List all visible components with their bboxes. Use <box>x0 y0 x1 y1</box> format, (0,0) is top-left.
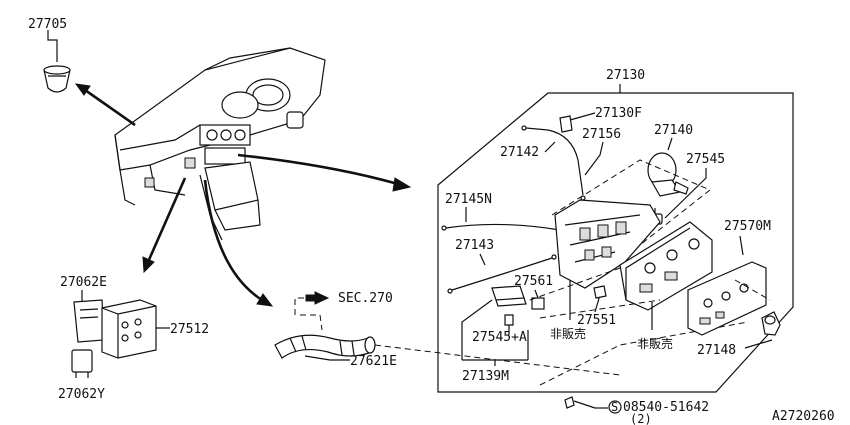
part-27130F-cable-clip[interactable] <box>559 115 573 133</box>
label-27062Y: 27062Y <box>58 387 105 402</box>
label-27062E: 27062E <box>60 275 107 290</box>
part-27551-bulb-socket[interactable] <box>593 285 607 299</box>
dashboard-illustration <box>114 47 326 241</box>
part-27142-cable[interactable] <box>521 125 586 201</box>
part-27561-switch[interactable] <box>531 297 545 310</box>
part-27062Y-relay[interactable] <box>71 349 93 378</box>
part-screw[interactable] <box>564 396 596 409</box>
assembly-27130-outline <box>437 92 794 393</box>
label-screw-part: 08540-51642 <box>623 400 709 415</box>
label-27145N: 27145N <box>445 192 492 207</box>
label-27551: 27551 <box>577 313 616 328</box>
label-27545A: 27545+A <box>472 330 527 345</box>
part-27705-clip[interactable] <box>43 65 71 93</box>
label-27148: 27148 <box>697 343 736 358</box>
diagram-id: A2720260 <box>772 409 835 424</box>
label-27140: 27140 <box>654 123 693 138</box>
part-27062E-bracket[interactable] <box>73 299 105 343</box>
label-sec270: SEC.270 <box>338 291 393 306</box>
label-not-sold-1: 非販売 <box>550 326 586 341</box>
label-27130F: 27130F <box>595 106 642 121</box>
label-27143: 27143 <box>455 238 494 253</box>
part-27545A-bulb[interactable] <box>504 314 514 335</box>
label-not-sold-2: 非販売 <box>637 336 673 351</box>
part-27145N-cable[interactable] <box>441 223 565 233</box>
label-27561: 27561 <box>514 274 553 289</box>
part-27570M-finisher[interactable] <box>687 261 767 336</box>
label-27142: 27142 <box>500 145 539 160</box>
part-27512-amplifier[interactable] <box>101 299 157 359</box>
label-27705: 27705 <box>28 17 67 32</box>
screw-symbol <box>608 400 622 414</box>
label-screw-qty: (2) <box>630 412 652 425</box>
part-control-frame[interactable] <box>554 199 661 289</box>
label-screw-symbol: S <box>611 400 618 414</box>
label-27130: 27130 <box>606 68 645 83</box>
label-27545: 27545 <box>686 152 725 167</box>
label-27156: 27156 <box>582 127 621 142</box>
label-27570M: 27570M <box>724 219 771 234</box>
label-27139M: 27139M <box>462 369 509 384</box>
label-27512: 27512 <box>170 322 209 337</box>
part-27140-actuator-motor[interactable] <box>647 152 689 197</box>
part-27148-knob[interactable] <box>761 311 781 336</box>
part-27621E-aspirator-hose[interactable] <box>274 334 376 359</box>
label-27621E: 27621E <box>350 354 397 369</box>
part-27143-cable[interactable] <box>447 254 557 294</box>
part-27139M-harness[interactable] <box>491 285 527 307</box>
part-control-panel-body[interactable] <box>619 221 713 311</box>
